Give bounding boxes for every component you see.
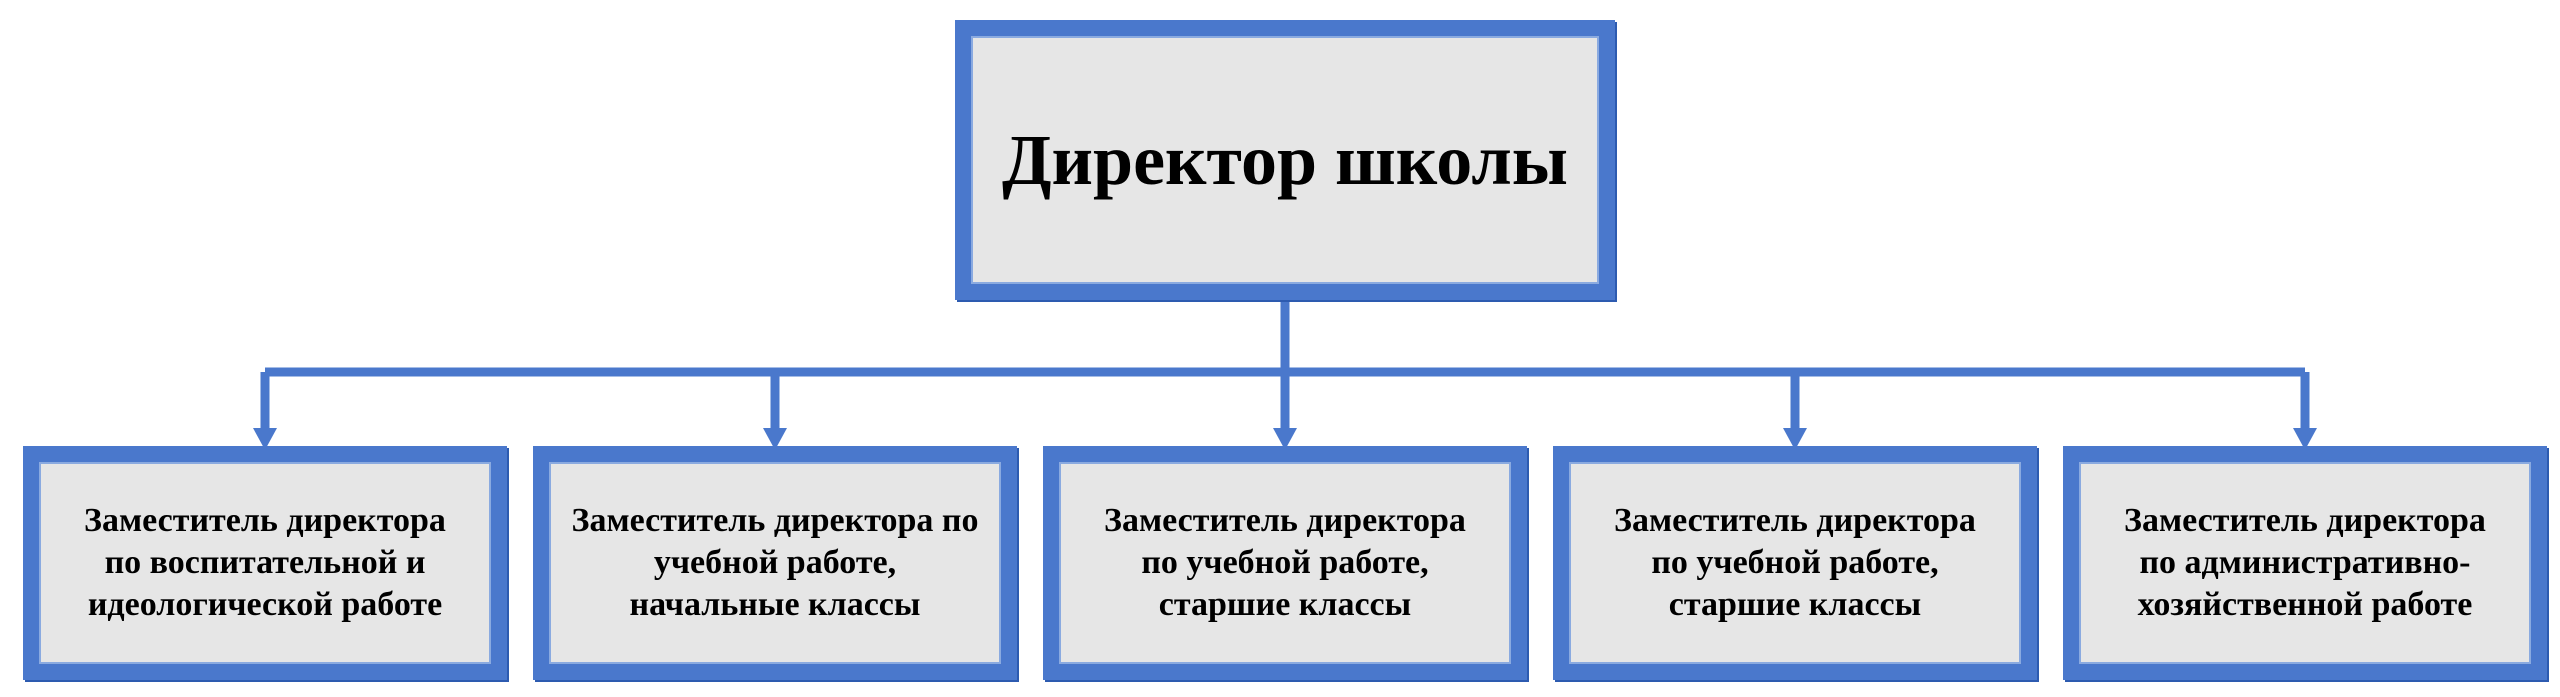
child-node-label: Заместитель директора по воспитательной … bbox=[84, 502, 446, 623]
child-node-label: Заместитель директора по административно… bbox=[2124, 502, 2486, 623]
root-node-director: Директор школы bbox=[955, 20, 1615, 300]
child-node-4: Заместитель директора по учебной работе,… bbox=[1553, 446, 2037, 680]
root-node-label: Директор школы bbox=[1002, 119, 1568, 200]
child-node-1: Заместитель директора по воспитательной … bbox=[23, 446, 507, 680]
child-node-label: Заместитель директора по учебной работе,… bbox=[571, 502, 979, 623]
child-node-5: Заместитель директора по административно… bbox=[2063, 446, 2547, 680]
child-node-2: Заместитель директора по учебной работе,… bbox=[533, 446, 1017, 680]
child-node-label: Заместитель директора по учебной работе,… bbox=[1614, 502, 1976, 623]
child-node-3: Заместитель директора по учебной работе,… bbox=[1043, 446, 1527, 680]
child-node-label: Заместитель директора по учебной работе,… bbox=[1104, 502, 1466, 623]
